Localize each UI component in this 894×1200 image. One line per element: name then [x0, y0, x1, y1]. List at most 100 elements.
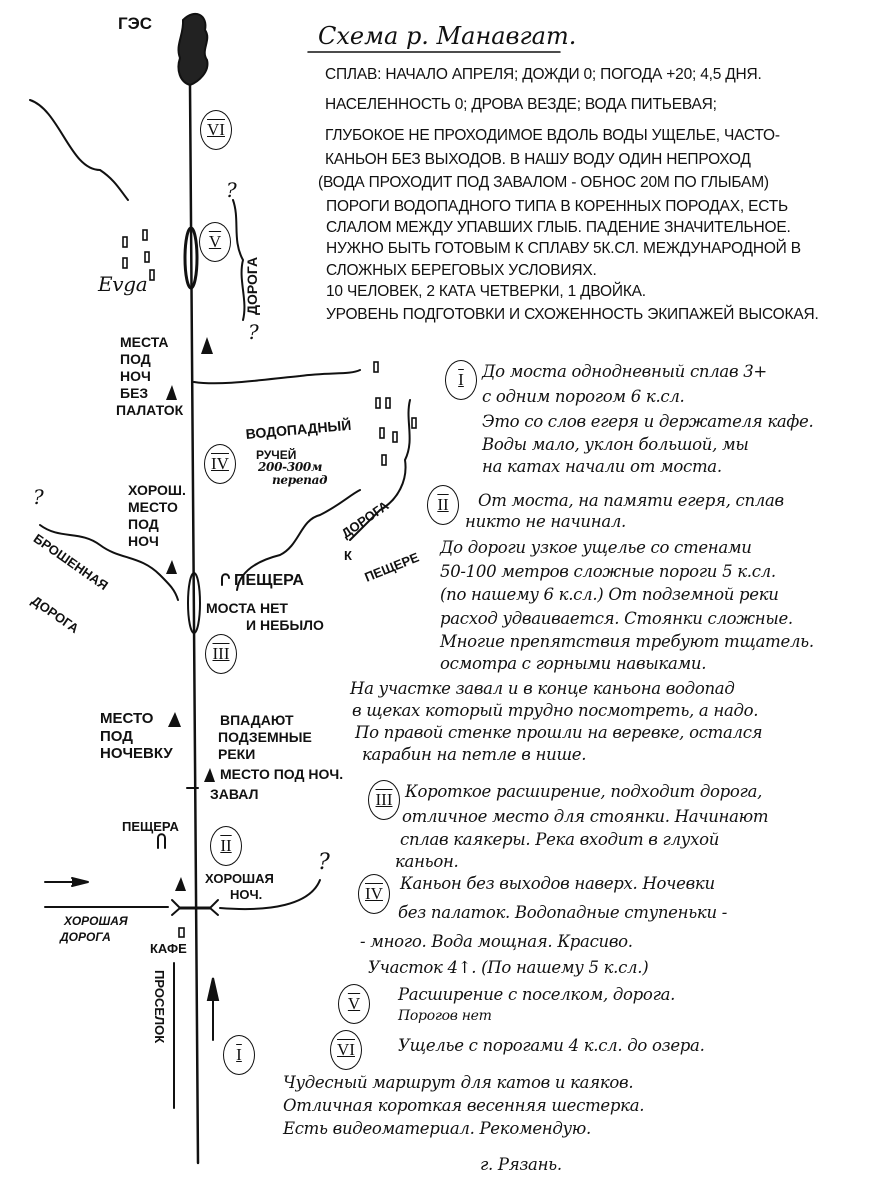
section-line: От моста, на памяти егеря, сплав [478, 491, 784, 510]
closing-line: Чудесный маршрут для катов и каяков. [283, 1073, 634, 1092]
header-note: Населенность 0; дрова везде; вода питьев… [325, 96, 717, 113]
label-country-road: ПРОСЕЛОК [152, 970, 167, 1044]
road-v-line [232, 199, 246, 321]
closing-line: Есть видеоматериал. Рекомендую. [283, 1119, 591, 1138]
section-line: Многие препятствия требуют тщатель. [440, 632, 814, 651]
label-underground: ПОДЗЕМНЫЕ [218, 729, 312, 745]
label-camp-place: ПОД [100, 728, 133, 745]
label-unknown: ? [318, 850, 330, 875]
river-marker-iv: IV [204, 444, 236, 484]
bridge-v [183, 226, 199, 290]
label-good-road: ДОРОГА [60, 930, 111, 944]
section-line: никто не начинал. [465, 512, 627, 531]
label-camp: ПАЛАТОК [116, 402, 184, 418]
section-line: карабин на петле в нише. [362, 745, 587, 764]
header-note: сложных береговых условиях. [326, 262, 597, 279]
bridge-missing [187, 572, 201, 634]
label-underground: РЕКИ [218, 746, 256, 762]
section-marker-ii: II [427, 485, 459, 525]
section-marker-iv: IV [358, 874, 390, 914]
dam-reservoir-shape [177, 12, 209, 87]
label-camp-place: НОЧЕВКУ [100, 745, 173, 762]
section-line: Это со слов егеря и держателя кафе. [482, 412, 814, 431]
label-unknown: ? [248, 320, 259, 344]
label-good-road: ХОРОШАЯ [64, 914, 128, 928]
section-line: отличное место для стоянки. Начинают [402, 807, 769, 826]
label-good-night: ХОРОШАЯ [205, 871, 274, 886]
waterfall-stream-line [193, 369, 361, 385]
section-line: 50-100 метров сложные пороги 5 к.сл. [440, 562, 776, 581]
label-unknown: ? [33, 485, 44, 509]
label-drop: 200-300м [258, 460, 323, 474]
tent-icon [175, 877, 186, 891]
cave-icon [157, 833, 166, 849]
label-cave: ПЕЩЕРА [234, 572, 304, 589]
section-line: на катах начали от моста. [482, 457, 722, 476]
label-unknown: ? [226, 178, 237, 202]
header-note: слалом между упавших глыб. Падение значи… [326, 219, 791, 236]
header-note: Нужно быть готовым к сплаву 5к.сл. между… [326, 240, 801, 257]
header-note: Пороги водопадного типа в коренных пород… [326, 198, 788, 215]
river-marker-v: V [199, 222, 231, 262]
section-line: расход удваивается. Стоянки сложные. [440, 609, 793, 628]
section-marker-iii: III [368, 780, 400, 820]
section-line: По правой стенке прошли на веревке, оста… [355, 723, 763, 742]
header-note: (вода проходит под завалом - обнос 20м п… [318, 174, 769, 191]
section-marker-v: V [338, 984, 370, 1024]
section-line: До моста однодневный сплав 3+ [482, 362, 767, 381]
section-line: с одним порогом 6 к.сл. [482, 387, 685, 406]
signature: г. Рязань. [480, 1155, 562, 1174]
label-cafe: КАФЕ [150, 941, 187, 956]
river-marker-i: I [223, 1035, 255, 1075]
label-camp: ПОД [120, 351, 151, 367]
label-camp-short: МЕСТО ПОД НОЧ. [220, 766, 344, 782]
label-road: ДОРОГА [244, 256, 260, 315]
label-camp: БЕЗ [120, 385, 149, 401]
section-line: (по нашему 6 к.сл.) От подземной реки [440, 585, 779, 604]
section-marker-i: I [445, 360, 477, 400]
house-icons [122, 229, 417, 938]
abandoned-road-line [39, 524, 179, 601]
section-line: До дороги узкое ущелье со стенами [440, 538, 752, 557]
section-line: Участок 4↑. (По нашему 5 к.сл.) [368, 958, 649, 977]
label-no-bridge: И НЕБЫЛО [246, 617, 324, 633]
header-note: Глубокое не проходимое вдоль воды ущелье… [325, 127, 780, 144]
section-line: Ущелье с порогами 4 к.сл. до озера. [398, 1036, 705, 1055]
section-line: Порогов нет [398, 1008, 492, 1024]
section-marker-vi: VI [330, 1030, 362, 1070]
flow-arrow-icon [206, 977, 220, 1041]
river-marker-iii: III [205, 634, 237, 674]
closing-line: Отличная короткая весенняя шестерка. [283, 1096, 645, 1115]
label-good-camp: ПОД [128, 516, 159, 532]
page-title: Схема р. Манавгат. [318, 22, 577, 50]
section-line: - много. Вода мощная. Красиво. [360, 932, 633, 951]
header-note: каньон без выходов. В нашу воду один неп… [325, 151, 751, 168]
tent-icon [168, 712, 181, 727]
label-good-camp: МЕСТО [128, 499, 178, 515]
tent-icon [201, 337, 213, 354]
right-boundary-line [349, 399, 411, 541]
header-note: 10 человек, 2 ката четверки, 1 двойка. [326, 283, 646, 300]
label-underground: ВПАДАЮТ [220, 712, 294, 728]
tent-icon [166, 560, 177, 574]
label-no-bridge: МОСТА НЕТ [206, 600, 288, 616]
label-ges: ГЭС [118, 14, 153, 33]
label-camp: МЕСТА [120, 334, 169, 350]
section-line: сплав каякеры. Река входит в глухой [400, 830, 720, 849]
road-arrow-icon [44, 877, 89, 887]
header-note: Сплав: начало апреля; дожди 0; погода +2… [325, 66, 762, 83]
section-line: Расширение с поселком, дорога. [398, 985, 676, 1004]
label-good-night: НОЧ. [230, 887, 263, 902]
road-to-cave-line [236, 489, 361, 591]
label-good-camp: ХОРОШ. [128, 482, 186, 498]
label-stream: РУЧЕЙ [256, 448, 297, 462]
header-note: Уровень подготовки и схоженность экипаже… [326, 306, 819, 323]
section-line: Воды мало, уклон большой, мы [482, 435, 749, 454]
cave-icon [221, 573, 230, 586]
road-unknown-line [219, 879, 321, 911]
label-blockage: ЗАВАЛ [210, 786, 259, 802]
label-camp-place: МЕСТО [100, 710, 154, 727]
label-good-camp: НОЧ [128, 533, 159, 549]
